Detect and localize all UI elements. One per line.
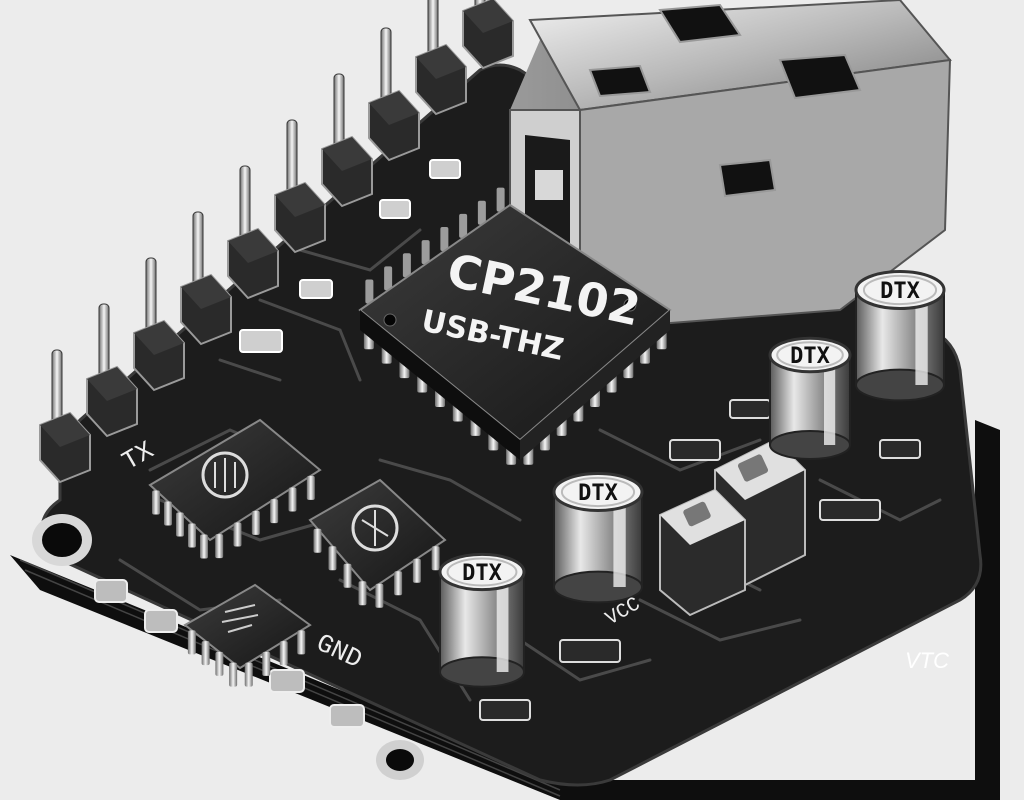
ic-pin — [279, 641, 288, 666]
ic-pin — [215, 651, 224, 676]
ic-pin — [343, 563, 352, 588]
qfp-pin — [365, 279, 374, 304]
qfp-pin — [402, 253, 411, 278]
header-pin — [133, 257, 185, 392]
electrolytic-capacitor-icon: DTX — [552, 472, 644, 604]
qfp-pin — [440, 226, 449, 251]
main-chip-cp2102: CP2102 USB-THZ — [358, 187, 672, 465]
header-pin — [321, 73, 373, 208]
electrolytic-capacitor-icon: DTX — [854, 270, 946, 402]
ic-pin — [176, 512, 184, 537]
ic-pin — [229, 662, 238, 687]
ic-chip-left — [148, 418, 322, 559]
ic-pin — [412, 558, 421, 583]
ic-pin — [187, 630, 196, 655]
ic-pin — [188, 523, 196, 548]
ic-pin — [233, 522, 242, 547]
smd-block-2 — [659, 488, 746, 617]
ic-pin — [375, 583, 384, 608]
ic-pin — [201, 641, 210, 666]
ic-pin — [152, 490, 160, 515]
ic-pin — [270, 499, 279, 524]
qfp-pin — [459, 213, 468, 238]
capacitor-label: DTX — [790, 344, 830, 369]
ic-pin — [200, 534, 208, 559]
header-pin — [227, 165, 279, 300]
ic-pin — [306, 475, 315, 500]
header-pin — [415, 0, 467, 116]
mounting-hole-left — [32, 514, 92, 566]
mounting-hole-bottom — [376, 740, 424, 780]
header-pin — [462, 0, 514, 70]
ic-chip-bottom — [183, 583, 312, 687]
header-pin — [86, 303, 138, 438]
ic-pin — [297, 630, 306, 655]
electrolytic-capacitor-icon: DTX — [768, 336, 852, 460]
ic-pin — [394, 571, 403, 596]
ic-pin — [313, 528, 322, 553]
capacitor-label: DTX — [880, 279, 920, 304]
ic-pin — [431, 546, 440, 571]
qfp-pin — [384, 266, 393, 291]
capacitor-label: DTX — [578, 481, 618, 506]
ic-pin — [358, 581, 367, 606]
header-pin — [180, 211, 232, 346]
header-pin — [274, 119, 326, 254]
ic-pin — [251, 510, 260, 535]
ic-pin — [164, 501, 172, 526]
ic-pin — [215, 534, 224, 559]
ic-pin — [288, 487, 297, 512]
electrolytic-capacitor-icon: DTX — [438, 552, 526, 688]
qfp-pin — [477, 200, 486, 225]
smd-components — [94, 159, 921, 728]
header-pin — [39, 349, 91, 484]
ic-pin — [262, 651, 271, 676]
ic-pin — [244, 662, 253, 687]
ic-chip-center — [308, 478, 447, 608]
ic-pin — [328, 546, 337, 571]
pin-header — [39, 0, 514, 484]
qfp-pin — [421, 240, 430, 265]
qfp-pin — [496, 187, 505, 212]
overlay-vtc-text: VTC — [905, 648, 949, 673]
header-pin — [368, 27, 420, 162]
capacitor-label: DTX — [462, 561, 502, 586]
